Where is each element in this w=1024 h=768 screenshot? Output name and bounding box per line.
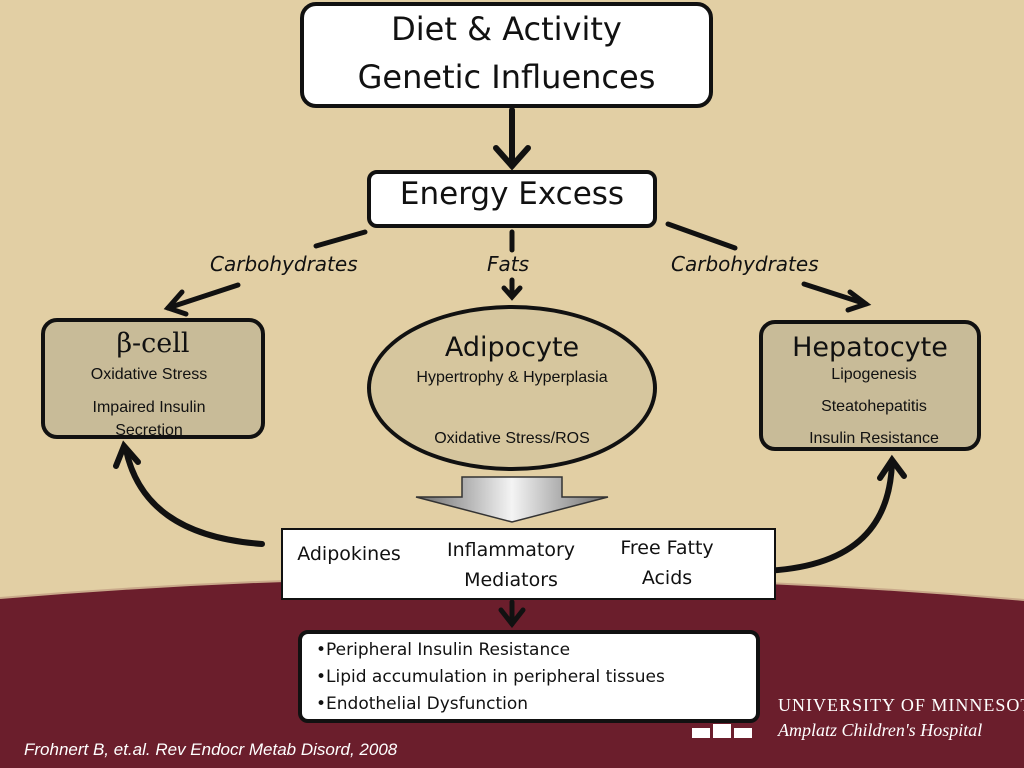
energy-excess-label: Energy Excess [399, 176, 625, 212]
adipocyte-title: Adipocyte [444, 332, 580, 363]
arrow-top-to-energy [493, 107, 531, 171]
mediator-ffa-line1: Free Fatty [620, 537, 714, 559]
mediator-adipokines: Adipokines [297, 543, 401, 565]
mediator-inflammatory-line2: Mediators [464, 569, 558, 591]
adipocyte-result: Oxidative Stress/ROS [434, 430, 590, 447]
university-name: UNIVERSITY OF MINNESOTA [778, 695, 1024, 715]
label-fats: Fats [487, 252, 530, 276]
outcome-item-2: •Lipid accumulation in peripheral tissue… [316, 667, 665, 687]
mediator-inflammatory-line1: Inflammatory [446, 539, 576, 561]
top-box-line2: Genetic Influences [357, 58, 656, 96]
outcomes-box [298, 630, 760, 723]
label-carbohydrates-right: Carbohydrates [671, 252, 819, 276]
beta-cell-item-1: Oxidative Stress [90, 366, 208, 383]
arrow-mediators-to-outcomes [498, 599, 526, 629]
label-carbohydrates-left: Carbohydrates [210, 252, 358, 276]
mediators-box [281, 528, 776, 600]
arrow-carbs-left [163, 229, 368, 317]
arrow-curve-to-beta-cell [113, 440, 265, 547]
hospital-name: Amplatz Children's Hospital [778, 720, 983, 740]
arrow-carbs-right [665, 221, 872, 313]
citation-text: Frohnert B, et.al. Rev Endocr Metab Diso… [24, 740, 398, 759]
diet-genetics-box [300, 2, 713, 108]
hepatocyte-item-3: Insulin Resistance [809, 430, 939, 447]
arrow-curve-to-hepatocyte [759, 454, 907, 574]
hepatocyte-title: Hepatocyte [792, 332, 948, 363]
adipocyte-subtitle: Hypertrophy & Hyperplasia [416, 369, 608, 386]
adipocyte-ellipse [367, 305, 657, 471]
energy-excess-box [367, 170, 657, 228]
beta-cell-item-2: Impaired Insulin [92, 399, 206, 416]
mediator-ffa-line2: Acids [641, 567, 693, 589]
hepatocyte-item-2: Steatohepatitis [821, 398, 927, 415]
beta-cell-title: β-cell [116, 328, 190, 359]
top-box-line1: Diet & Activity [391, 10, 622, 48]
outcome-item-3: •Endothelial Dysfunction [316, 694, 529, 714]
arrow-fats-center [501, 229, 523, 301]
outcome-item-1: •Peripheral Insulin Resistance [316, 640, 571, 660]
university-logo-mark [692, 724, 752, 738]
beta-cell-item-3: Secretion [115, 422, 183, 439]
hepatocyte-item-1: Lipogenesis [831, 366, 917, 383]
hepatocyte-box [759, 320, 981, 451]
block-arrow-down [415, 476, 609, 523]
beta-cell-box [41, 318, 265, 439]
